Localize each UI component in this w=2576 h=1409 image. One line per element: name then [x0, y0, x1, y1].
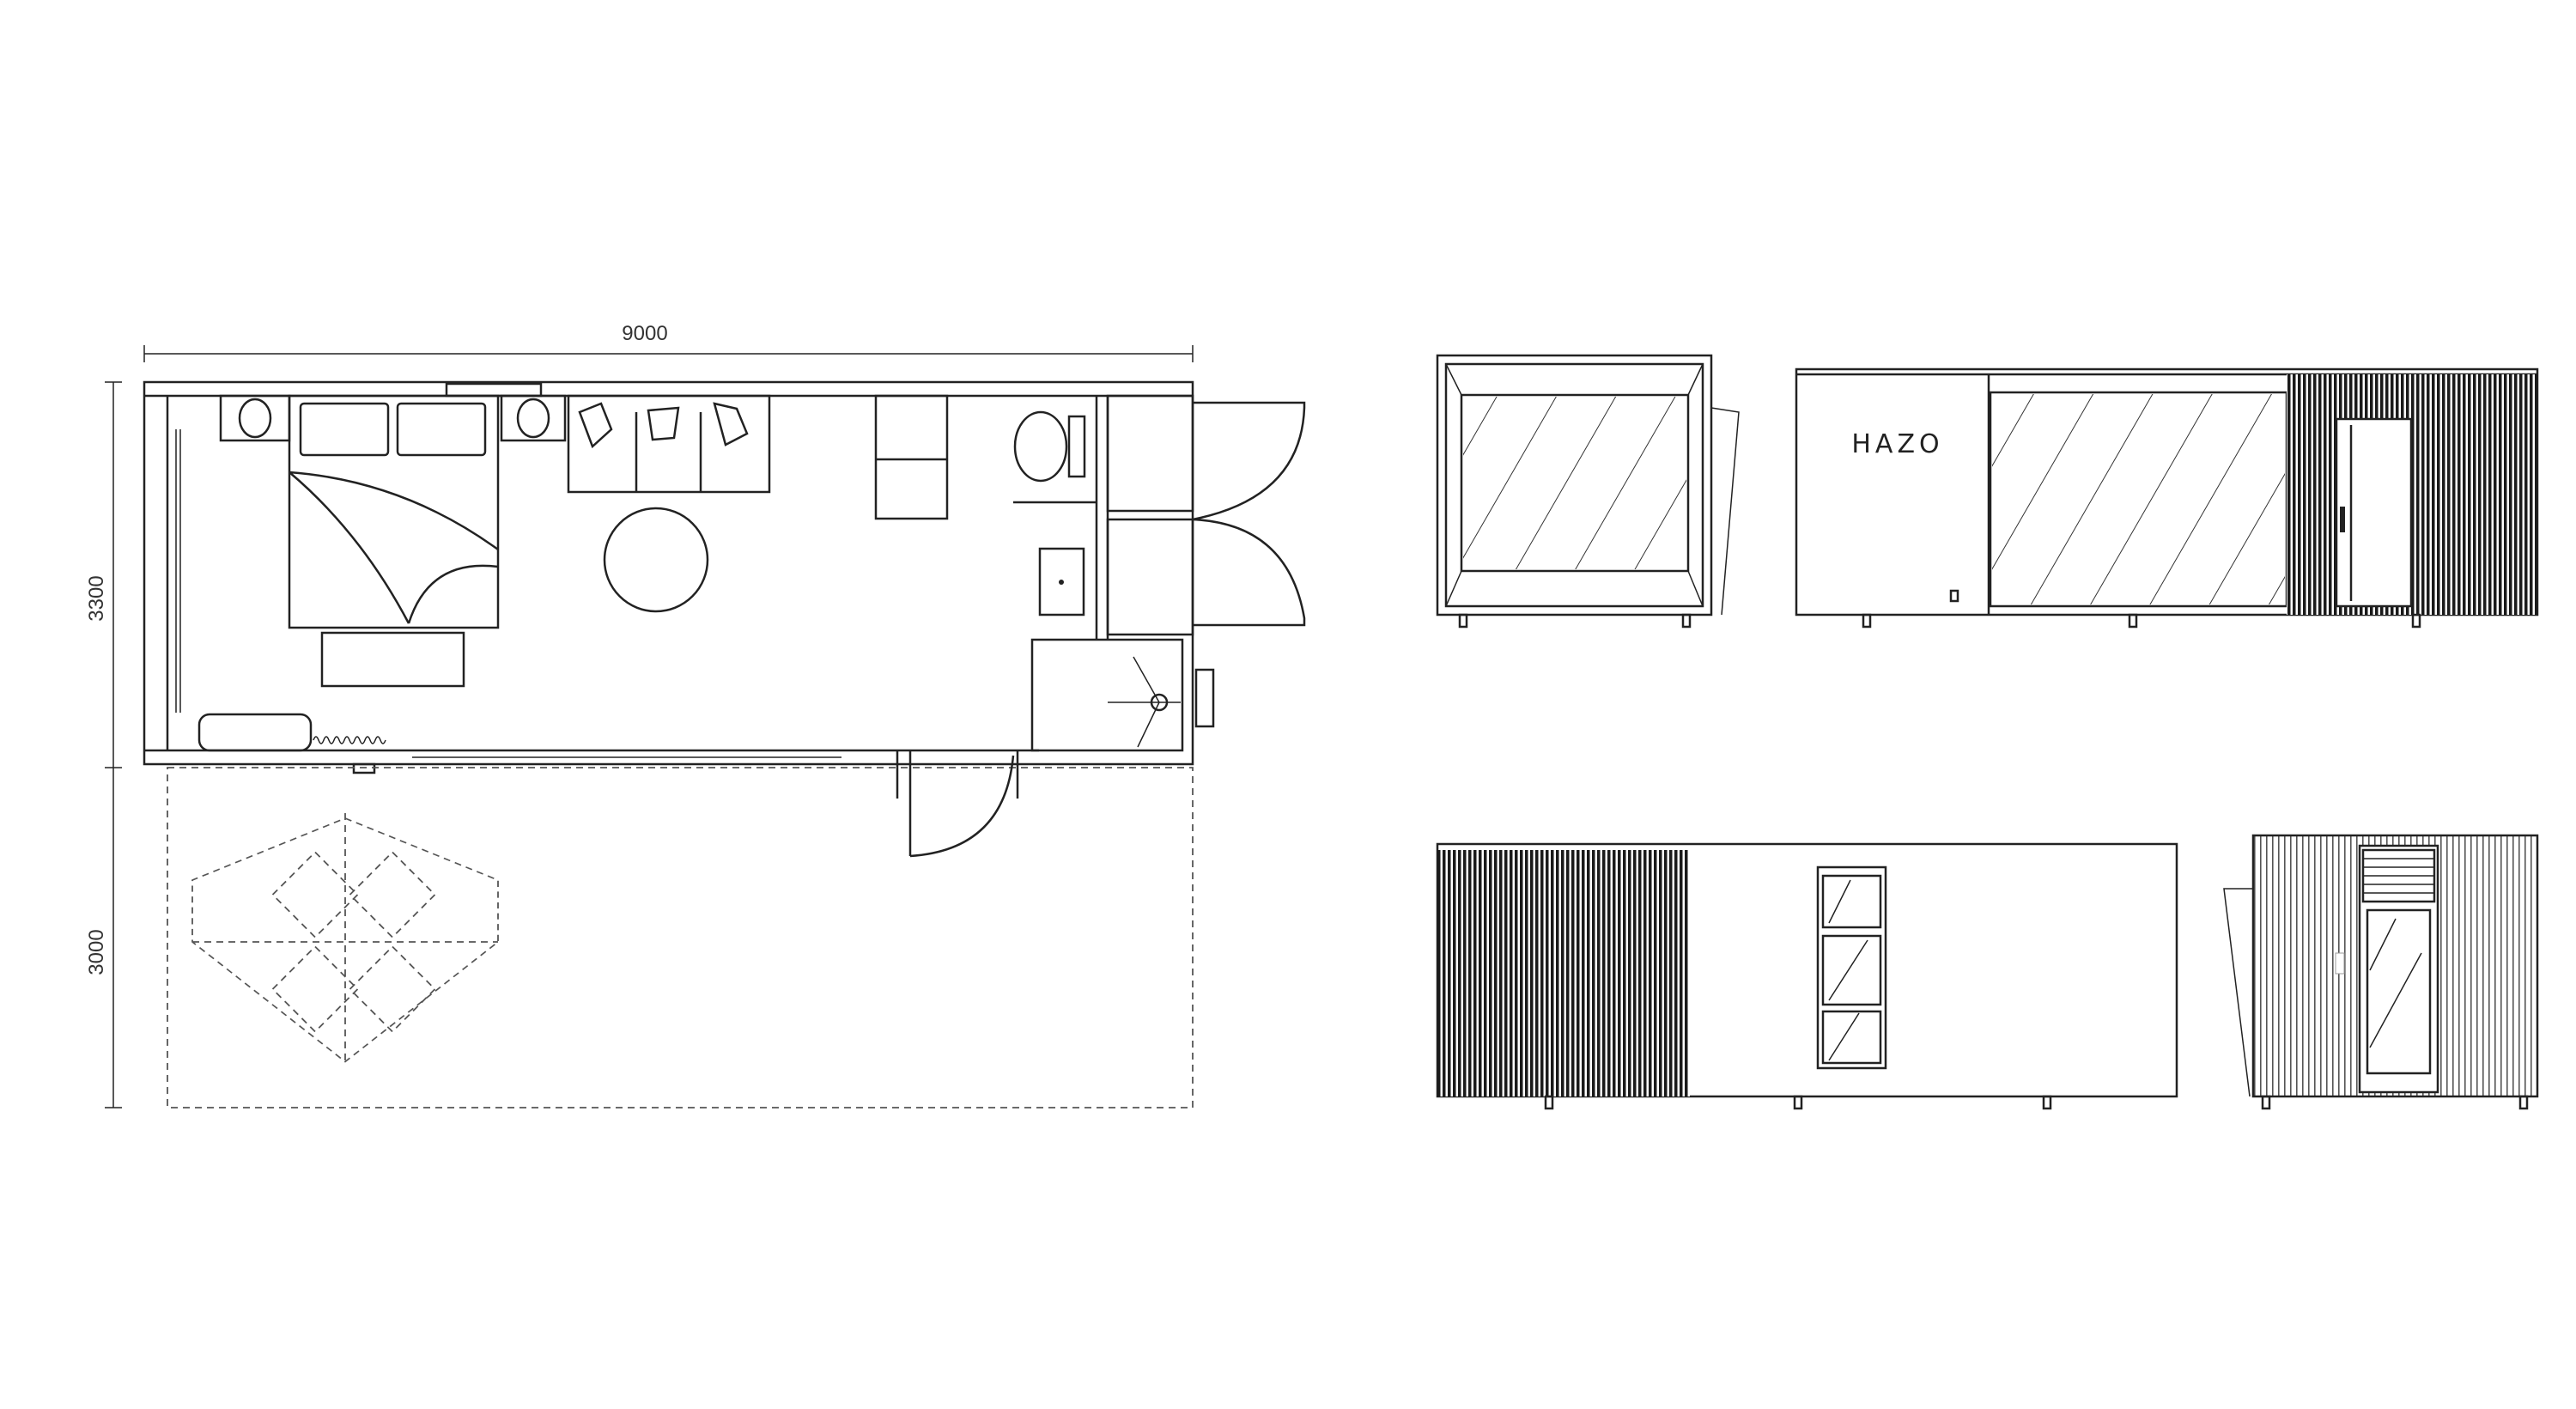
kitchen-counter — [874, 394, 949, 520]
side-elevation-door — [2223, 834, 2539, 1110]
side-elevation-window — [1436, 354, 1740, 629]
floor-plan: 9000 3300 3000 — [85, 322, 1306, 1108]
shower-area — [1030, 638, 1184, 752]
deck-outline — [167, 767, 1194, 1108]
hexagonal-pergola — [191, 813, 499, 1063]
front-door[interactable] — [2335, 417, 2413, 608]
nightstand-left — [219, 394, 291, 442]
width-dimension-label: 9000 — [622, 322, 667, 345]
width-dimension: 9000 — [143, 322, 1194, 362]
right-double-doors[interactable] — [1106, 394, 1306, 636]
louver-vent — [2361, 848, 2436, 903]
depth-dimension-label: 3300 — [85, 575, 108, 621]
depth-dimension: 3300 3000 — [85, 381, 122, 1108]
toilet-icon — [1013, 410, 1068, 483]
entry-door[interactable] — [896, 750, 1019, 858]
bench — [197, 713, 386, 752]
bathroom — [1013, 396, 1215, 752]
front-elevation: HAZO — [1795, 367, 2539, 629]
front-window-glass — [1992, 394, 2285, 604]
bed — [288, 394, 500, 629]
rear-dark-cladding — [1437, 850, 1690, 1096]
sofa — [567, 394, 771, 494]
deck-dimension-label: 3000 — [85, 929, 108, 975]
rear-elevation — [1436, 842, 2178, 1110]
brand-logo: HAZO — [1851, 429, 1943, 459]
rug — [320, 631, 465, 688]
round-table — [603, 507, 709, 613]
nightstand-right — [500, 394, 567, 442]
sink-icon — [1038, 547, 1085, 616]
side-door[interactable] — [2358, 844, 2439, 1094]
